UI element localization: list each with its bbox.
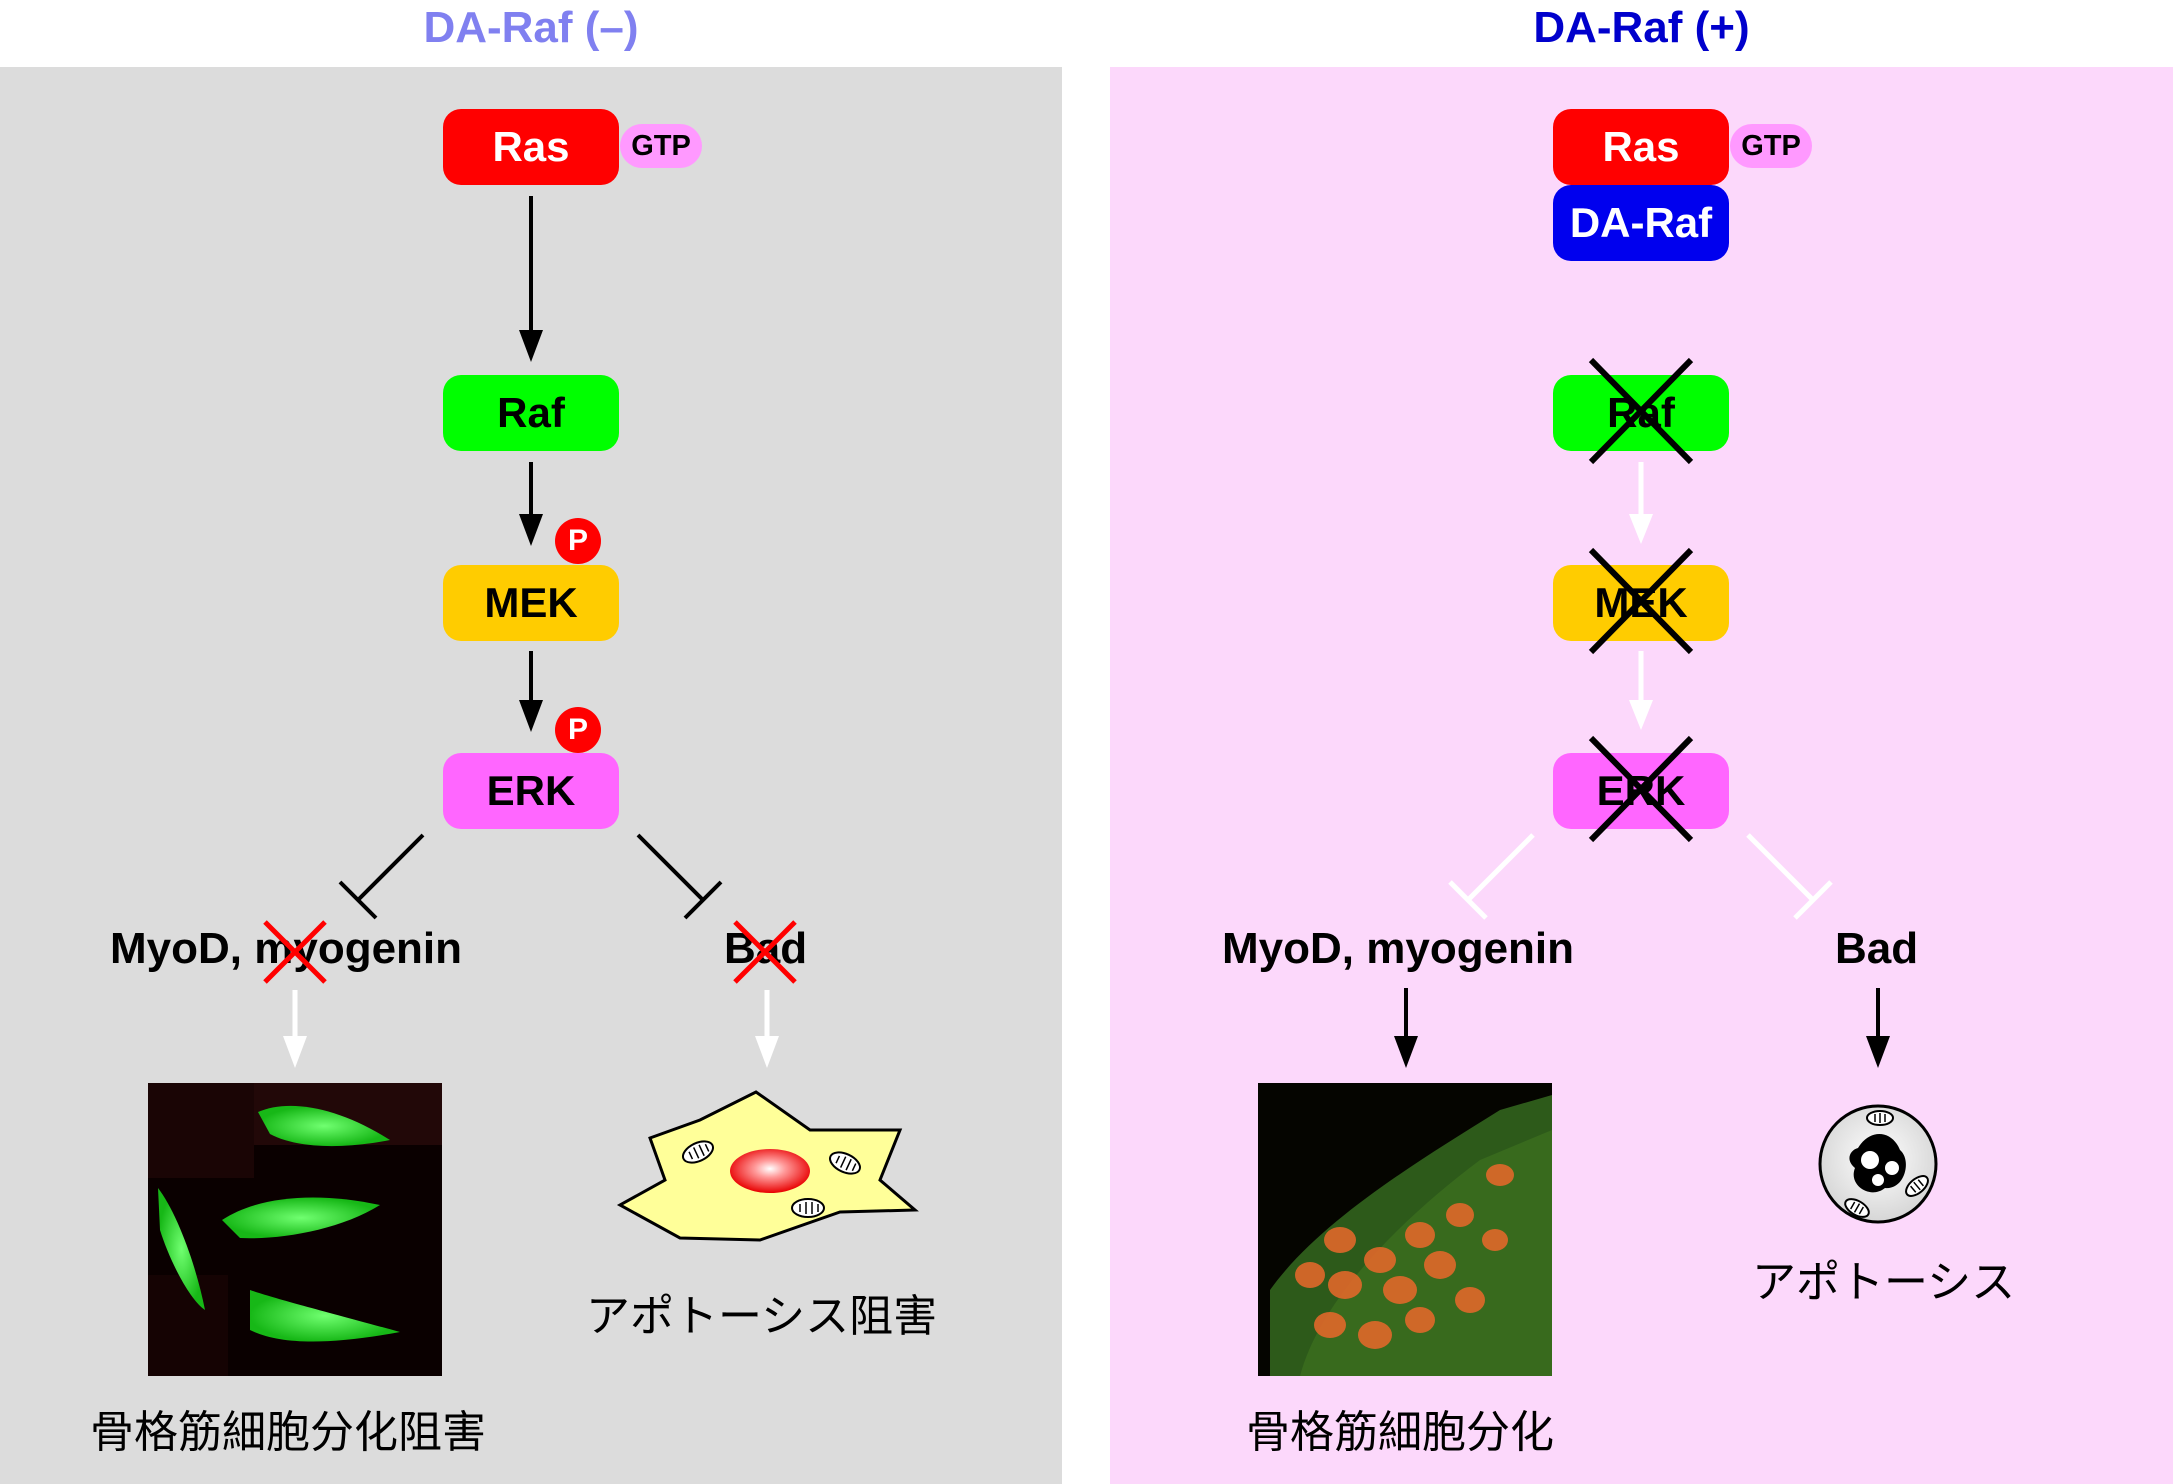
right-white-inhibit-erk-bad <box>1746 833 1833 920</box>
left-white-arrow-myod <box>283 990 307 1068</box>
right-black-cross-mek <box>1588 547 1694 655</box>
right-micrograph-myotube <box>1258 1083 1552 1376</box>
right-outcome-apoptosis: アポトーシス <box>1752 1257 2016 1308</box>
left-mek-box: MEK <box>443 565 619 641</box>
left-arrow-ras-raf <box>519 196 543 362</box>
right-black-cross-erk <box>1588 735 1694 843</box>
left-ras-box: Ras <box>443 109 619 185</box>
right-black-cross-raf <box>1588 357 1694 465</box>
right-outcome-differentiation: 骨格筋細胞分化 <box>1246 1407 1554 1458</box>
right-bad-label: Bad <box>1835 924 1919 973</box>
left-raf-box: Raf <box>443 375 619 451</box>
left-arrow-mek-erk <box>519 651 543 732</box>
left-myod-myogenin-label: MyoD, myogenin <box>110 924 463 973</box>
right-white-inhibit-erk-myod <box>1448 833 1535 920</box>
right-gtp-badge: GTP <box>1730 124 1812 168</box>
left-gtp-badge: GTP <box>620 124 702 168</box>
left-erk-phospho-badge: P <box>555 707 601 753</box>
left-micrograph-green-cells <box>148 1083 442 1376</box>
right-myod-myogenin-label: MyoD, myogenin <box>1222 924 1575 973</box>
right-da-raf-box: DA-Raf <box>1553 185 1729 261</box>
left-mek-phospho-badge: P <box>555 518 601 564</box>
right-white-arrow-mek-erk <box>1629 651 1653 730</box>
right-apoptotic-cell <box>1818 1104 1938 1224</box>
left-outcome-apoptosis-inhibited: アポトーシス阻害 <box>586 1291 938 1342</box>
right-arrow-bad-apoptosis <box>1866 988 1890 1068</box>
left-red-cross-bad <box>733 920 797 984</box>
left-title: DA-Raf (–) <box>423 3 639 52</box>
right-title: DA-Raf (+) <box>1533 3 1750 52</box>
right-white-arrow-raf-mek <box>1629 462 1653 544</box>
right-arrow-myod-differentiation <box>1394 988 1418 1068</box>
right-ras-box: Ras <box>1553 109 1729 185</box>
left-inhibit-erk-bad <box>636 833 723 920</box>
left-white-arrow-bad <box>755 990 779 1068</box>
left-arrow-raf-mek <box>519 462 543 546</box>
left-cell-illustration <box>616 1090 919 1242</box>
left-inhibit-erk-myod <box>338 833 425 920</box>
left-red-cross-myod <box>263 920 327 984</box>
left-outcome-differentiation-inhibited: 骨格筋細胞分化阻害 <box>90 1407 486 1458</box>
left-erk-box: ERK <box>443 753 619 829</box>
